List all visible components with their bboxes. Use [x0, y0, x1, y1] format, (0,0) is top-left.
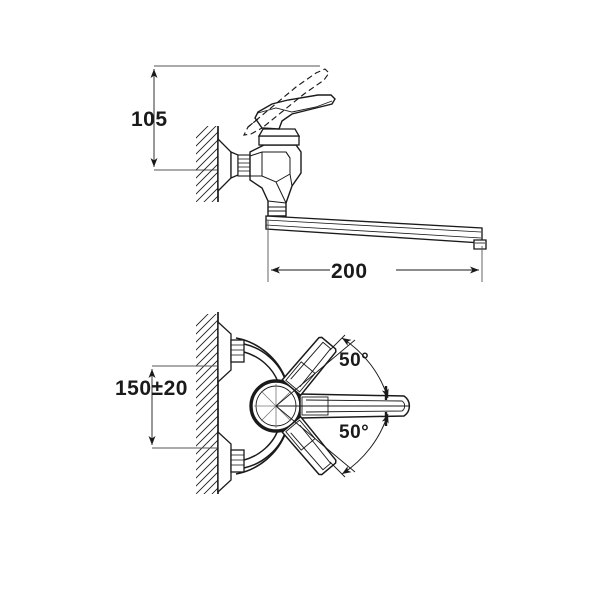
- view-top-plan: [148, 312, 411, 494]
- swivel-centrelines: [275, 339, 410, 473]
- mixer-body-facets-side: [249, 151, 293, 212]
- lever-handle-side: [254, 94, 336, 130]
- dimension-150: [148, 365, 228, 449]
- spout-side: [265, 215, 487, 250]
- dimension-label-angle-lower: 50°: [339, 422, 370, 443]
- escutcheon-lower-plan: [217, 430, 245, 494]
- dimension-label-105: 105: [131, 108, 168, 131]
- spout-up-inner: [285, 341, 332, 393]
- dimension-label-150: 150±20: [115, 377, 188, 400]
- lever-handle-detail-side: [257, 100, 333, 130]
- angle-leader-lines: [329, 334, 346, 478]
- spout-down-inner: [285, 419, 332, 471]
- angle-dimension-arcs: [341, 337, 389, 475]
- dimension-label-angle-upper: 50°: [339, 350, 370, 371]
- spout-inner-lines-side: [265, 219, 485, 244]
- mixer-body-side: [249, 144, 302, 217]
- spout-plan-rotated-down: [281, 415, 337, 476]
- view-side-elevation: [150, 65, 487, 282]
- spout-plan-rotated-up: [281, 336, 337, 397]
- wall-hatching-plan: [196, 314, 218, 494]
- upper-inlet-threads: [231, 344, 244, 356]
- escutcheon-upper-plan: [217, 320, 245, 384]
- wall-hatching-side: [196, 126, 218, 202]
- lever-handle-raised-ghost: [242, 68, 330, 136]
- escutcheon-cone-side: [217, 137, 239, 193]
- collar-thread-lines: [238, 158, 250, 172]
- dimension-label-200: 200: [331, 260, 368, 283]
- cartridge-cap-side: [257, 128, 301, 146]
- dimension-200: [267, 220, 483, 282]
- inlet-collar-side: [237, 154, 251, 177]
- lower-inlet-threads: [231, 454, 244, 466]
